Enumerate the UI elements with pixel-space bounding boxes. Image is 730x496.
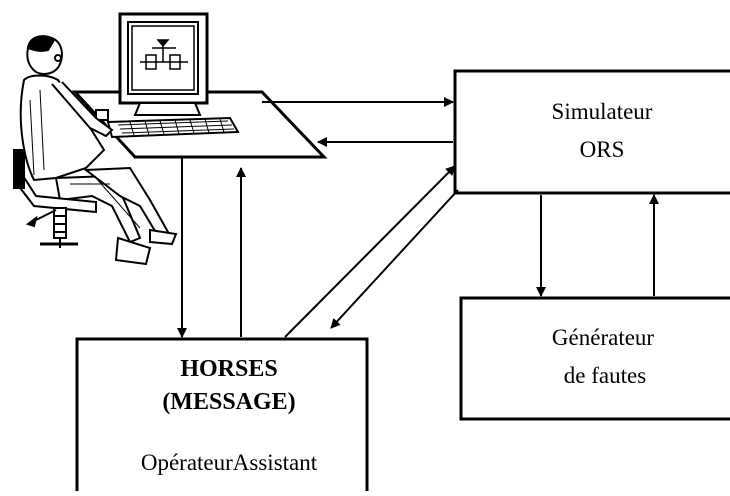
simulator-box <box>453 69 730 195</box>
simulator-label-line1: Simulateur <box>552 99 653 124</box>
fault-generator-label-line1: Générateur <box>552 325 654 350</box>
operator-workstation-icon <box>12 12 328 266</box>
simulator-label-line2: ORS <box>580 137 625 162</box>
horses-subtitle: (MESSAGE) <box>162 389 295 415</box>
fault-generator-label-line2: de fautes <box>564 363 646 388</box>
arrow-simulator-to-horses <box>330 189 459 329</box>
horses-title: HORSES <box>180 356 277 382</box>
horses-role-label: OpérateurAssistant <box>141 450 318 475</box>
fault-generator-box <box>459 296 730 421</box>
horses-box <box>75 337 369 496</box>
arrow-horses-to-simulator <box>284 165 456 338</box>
